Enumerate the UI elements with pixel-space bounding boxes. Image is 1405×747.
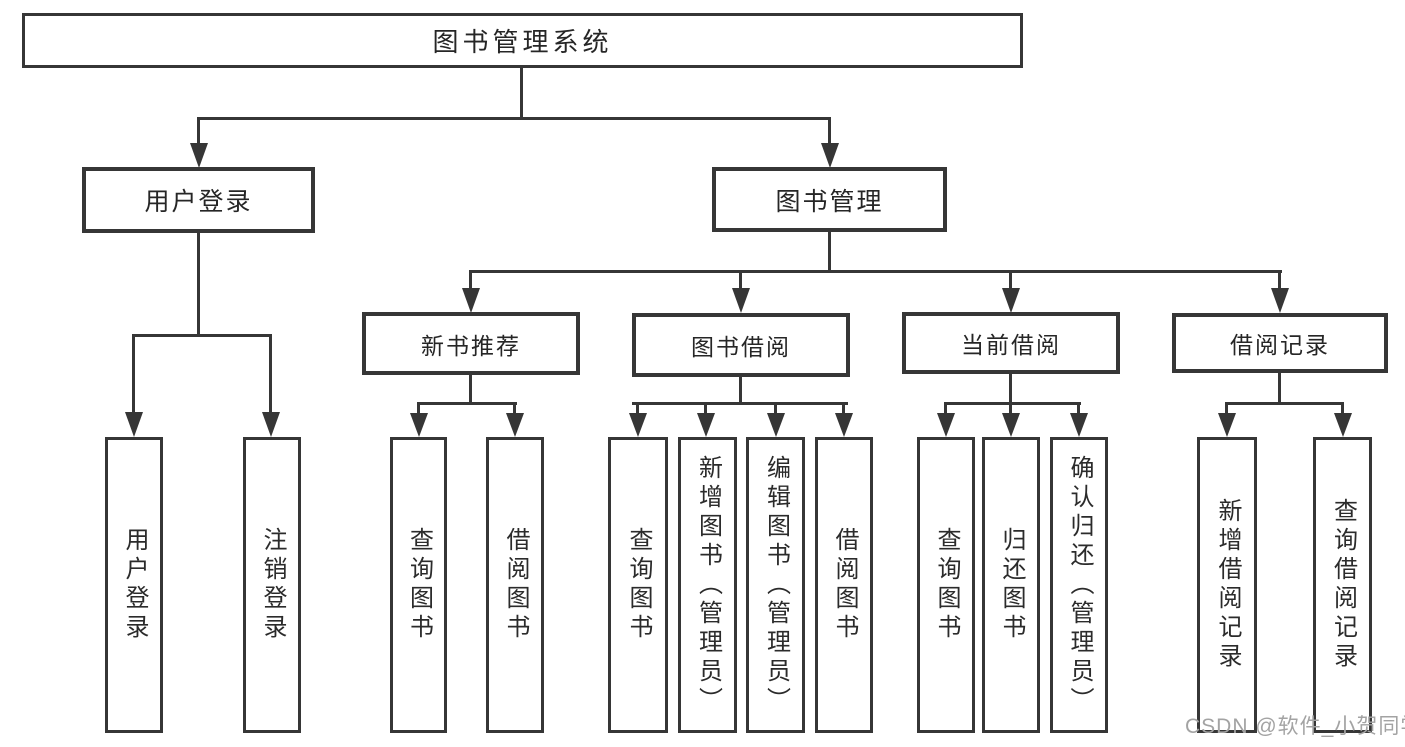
arrowhead-bb-edit (767, 413, 785, 437)
node-current-borrow-label: 当前借阅 (961, 332, 1061, 358)
connector-drop-currentborrow (1009, 273, 1012, 289)
leaf-cb-confirm-return-admin-label: 确认归还（管理员） (1066, 454, 1093, 716)
leaf-nb-borrow-book-label: 借阅图书 (502, 527, 529, 643)
leaf-bb-query-book: 查询图书 (608, 437, 668, 733)
connector-drop-br-query (1341, 405, 1344, 414)
leaf-logout-label: 注销登录 (259, 527, 286, 643)
arrowhead-newbook (462, 288, 480, 313)
connector-drop-bb-add (704, 405, 707, 414)
connector-drop-newbook (469, 273, 472, 289)
node-root-system: 图书管理系统 (22, 13, 1023, 68)
connector-borrow-stem (739, 377, 742, 404)
arrowhead-nb-borrow (506, 413, 524, 437)
arrowhead-cb-return (1002, 413, 1020, 437)
connector-drop-borrowrecords (1278, 273, 1281, 289)
leaf-bb-query-book-label: 查询图书 (625, 527, 652, 643)
node-user-login: 用户登录 (82, 167, 315, 233)
connector-newbook-branch (417, 402, 517, 405)
node-book-borrow: 图书借阅 (632, 313, 850, 377)
node-root-label: 图书管理系统 (432, 27, 613, 57)
arrowhead-cb-query (937, 413, 955, 437)
connector-drop-cb-return (1009, 405, 1012, 414)
node-book-management-label: 图书管理 (775, 187, 884, 216)
connector-drop-book-mgmt (828, 120, 831, 144)
arrowhead-br-add (1218, 413, 1236, 437)
arrowhead-bb-borrow (835, 413, 853, 437)
arrowhead-currentborrow (1002, 288, 1020, 313)
connector-borrow-branch (632, 402, 848, 405)
connector-drop-leaf-login (132, 337, 135, 413)
leaf-bb-edit-book-admin: 编辑图书（管理员） (746, 437, 805, 733)
node-new-book-recommend-label: 新书推荐 (421, 332, 521, 359)
leaf-nb-query-book-label: 查询图书 (405, 527, 433, 643)
leaf-bb-borrow-book: 借阅图书 (815, 437, 873, 733)
connector-bookmgmt-stem (828, 232, 831, 273)
leaf-logout: 注销登录 (243, 437, 301, 733)
connector-drop-user-login (197, 120, 200, 144)
node-book-borrow-label: 图书借阅 (691, 334, 791, 360)
node-new-book-recommend: 新书推荐 (362, 312, 580, 375)
connector-drop-br-add (1225, 405, 1228, 414)
connector-drop-nb-borrow (513, 405, 516, 414)
arrowhead-leaf-logout (262, 412, 280, 437)
connector-drop-bb-query (636, 405, 639, 414)
leaf-nb-query-book: 查询图书 (390, 437, 447, 733)
connector-drop-leaf-logout (269, 337, 272, 413)
connector-userlogin-branch (132, 334, 272, 337)
node-borrow-records-label: 借阅记录 (1230, 332, 1330, 358)
leaf-br-query-record-label: 查询借阅记录 (1329, 498, 1357, 672)
node-borrow-records: 借阅记录 (1172, 313, 1388, 373)
leaf-cb-query-book: 查询图书 (917, 437, 975, 733)
connector-current-stem (1009, 374, 1012, 404)
arrowhead-br-query (1334, 413, 1352, 437)
arrowhead-cb-confirm (1070, 413, 1088, 437)
arrowhead-bb-query (629, 413, 647, 437)
connector-records-branch (1225, 402, 1344, 405)
connector-root-branch (197, 117, 831, 120)
node-current-borrow: 当前借阅 (902, 312, 1120, 374)
connector-newbook-stem (469, 375, 472, 404)
leaf-bb-add-book-admin: 新增图书（管理员） (678, 437, 737, 733)
arrowhead-user-login (190, 143, 208, 168)
leaf-cb-query-book-label: 查询图书 (933, 527, 960, 643)
leaf-bb-borrow-book-label: 借阅图书 (831, 527, 858, 643)
node-book-management: 图书管理 (712, 167, 947, 232)
connector-root-stem (520, 68, 523, 120)
connector-current-branch (944, 402, 1081, 405)
connector-drop-nb-query (417, 405, 420, 414)
leaf-nb-borrow-book: 借阅图书 (486, 437, 544, 733)
connector-drop-cb-query (944, 405, 947, 414)
leaf-user-login: 用户登录 (105, 437, 163, 733)
leaf-cb-confirm-return-admin: 确认归还（管理员） (1050, 437, 1108, 733)
connector-bookmgmt-branch (469, 270, 1282, 273)
leaf-cb-return-book: 归还图书 (982, 437, 1040, 733)
leaf-br-add-record-label: 新增借阅记录 (1214, 498, 1241, 672)
leaf-bb-add-book-admin-label: 新增图书（管理员） (694, 454, 722, 716)
leaf-br-add-record: 新增借阅记录 (1197, 437, 1257, 733)
leaf-user-login-label: 用户登录 (121, 527, 148, 643)
arrowhead-bookborrow (732, 288, 750, 313)
arrowhead-nb-query (410, 413, 428, 437)
leaf-cb-return-book-label: 归还图书 (998, 527, 1025, 643)
csdn-watermark: CSDN @软件_小贺同学 (1185, 715, 1405, 738)
arrowhead-leaf-login (125, 412, 143, 437)
node-user-login-label: 用户登录 (144, 188, 253, 216)
connector-drop-bookborrow (739, 273, 742, 289)
connector-drop-bb-borrow (842, 405, 845, 414)
connector-drop-cb-confirm (1077, 405, 1080, 414)
leaf-bb-edit-book-admin-label: 编辑图书（管理员） (762, 454, 790, 716)
connector-drop-bb-edit (774, 405, 777, 414)
arrowhead-bb-add (697, 413, 715, 437)
arrowhead-book-mgmt (821, 143, 839, 168)
connector-records-stem (1278, 373, 1281, 404)
leaf-br-query-record: 查询借阅记录 (1313, 437, 1372, 733)
arrowhead-borrowrecords (1271, 288, 1289, 313)
connector-userlogin-stem (197, 233, 200, 334)
